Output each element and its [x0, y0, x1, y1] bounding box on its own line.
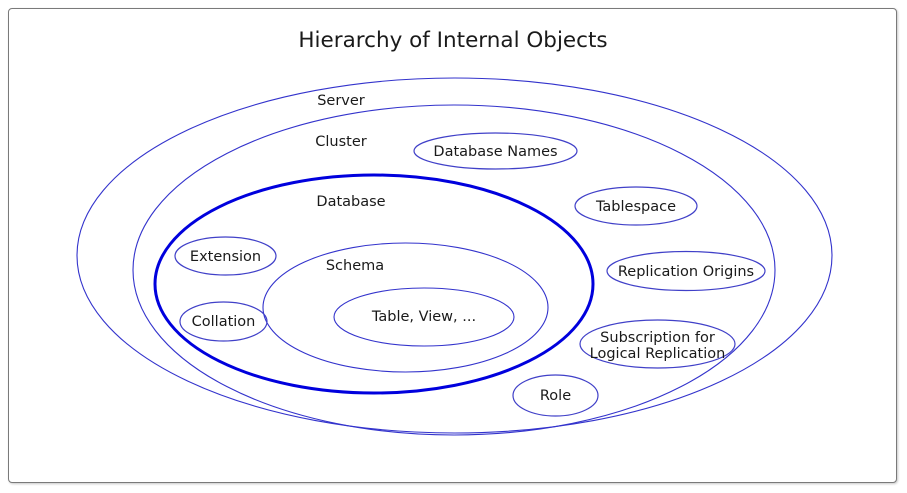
node-label-extension: Extension	[190, 249, 261, 265]
node-ellipse-tablespace[interactable]	[574, 186, 698, 226]
ring-ellipse-table-view[interactable]	[333, 287, 515, 347]
node-label-collation: Collation	[192, 314, 256, 330]
ring-ellipse-database[interactable]	[153, 173, 595, 395]
node-ellipse-collation[interactable]	[179, 301, 268, 342]
node-label-role: Role	[540, 388, 571, 404]
node-label-replication-origins: Replication Origins	[618, 264, 754, 280]
diagram-frame	[8, 8, 897, 483]
node-ellipse-replication-origins[interactable]	[606, 250, 766, 292]
node-label-database-names: Database Names	[433, 144, 557, 160]
node-ellipse-database-names[interactable]	[413, 132, 578, 170]
ring-ellipse-cluster[interactable]	[132, 104, 776, 436]
node-label-tablespace: Tablespace	[595, 199, 676, 215]
node-label-subscription-line-2: Logical Replication	[590, 346, 726, 362]
ring-label-table-view: Table, View, ...	[371, 309, 476, 325]
node-label-subscription-line-1: Subscription for	[600, 330, 715, 346]
ring-label-server: Server	[317, 93, 365, 109]
node-ellipse-role[interactable]	[512, 374, 599, 417]
node-ellipse-extension[interactable]	[174, 236, 277, 276]
ring-label-schema: Schema	[326, 258, 384, 274]
page-title: Hierarchy of Internal Objects	[298, 28, 607, 53]
ring-label-database: Database	[316, 194, 385, 210]
ring-label-cluster: Cluster	[315, 134, 367, 150]
node-ellipse-subscription-logical-replication[interactable]	[579, 319, 736, 369]
ring-ellipse-server[interactable]	[76, 77, 833, 434]
ring-ellipse-schema[interactable]	[262, 242, 549, 373]
